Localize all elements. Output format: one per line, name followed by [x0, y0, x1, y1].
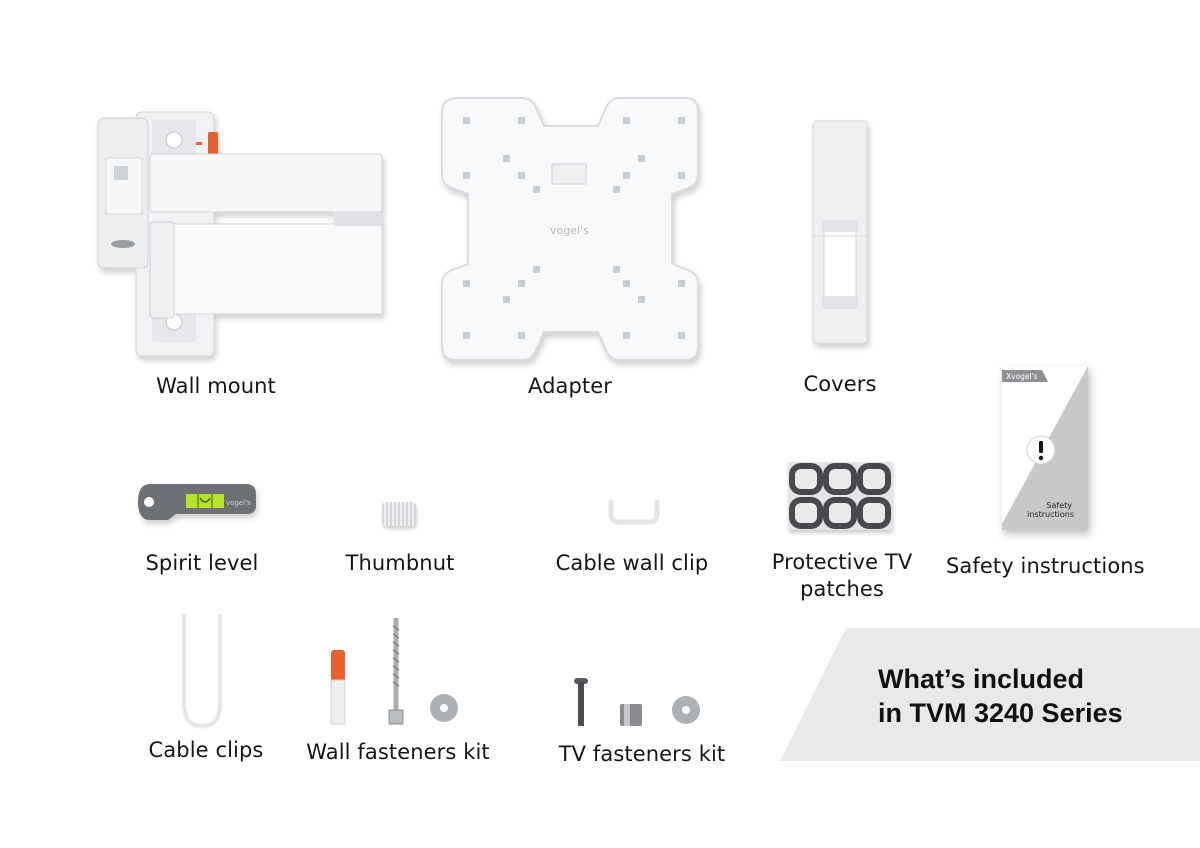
exclamation-icon: [1039, 441, 1043, 453]
item-label-adapter: Adapter: [527, 374, 612, 398]
covers-image: [812, 120, 868, 346]
svg-text:Safety: Safety: [1046, 501, 1072, 510]
item-label-cable-clips: Cable clips: [148, 738, 264, 762]
item-label-protective-tv-patches: Protective TV patches: [771, 550, 913, 601]
thumbnut-image: [382, 502, 416, 526]
wall-mount-image: [96, 106, 386, 358]
safety-booklet-image: Xvogel's Safety instructions: [1002, 366, 1088, 532]
protective-tv-patches-image: [788, 462, 892, 530]
item-label-tv-fasteners-kit: TV fasteners kit: [558, 742, 726, 766]
page-title-line1: What’s included: [878, 664, 1085, 694]
spirit-level-image: vogel's: [136, 476, 258, 522]
item-label-safety-instructions: Safety instructions: [946, 554, 1145, 578]
adapter-brand-mark: vogel's: [550, 224, 589, 237]
tv-fasteners-kit-image: [570, 676, 720, 732]
adapter-image: vogel's: [440, 96, 700, 362]
item-label-wall-mount: Wall mount: [156, 374, 276, 398]
booklet-brand: Xvogel's: [1006, 372, 1038, 381]
cable-clips-image: [178, 612, 226, 730]
item-label-spirit-level: Spirit level: [145, 551, 259, 575]
item-label-wall-fasteners-kit: Wall fasteners kit: [306, 740, 490, 764]
cable-wall-clip-image: [608, 499, 660, 526]
item-label-thumbnut: Thumbnut: [345, 551, 455, 575]
title-banner: [780, 628, 1200, 761]
wall-fasteners-kit-image: [326, 616, 466, 730]
item-label-covers: Covers: [803, 372, 877, 396]
page-title-line2: in TVM 3240 Series: [878, 698, 1123, 728]
svg-text:instructions: instructions: [1027, 510, 1074, 519]
page-title: What’s included in TVM 3240 Series: [878, 662, 1123, 730]
item-label-cable-wall-clip: Cable wall clip: [555, 551, 709, 575]
spirit-level-brand: vogel's: [226, 499, 251, 507]
